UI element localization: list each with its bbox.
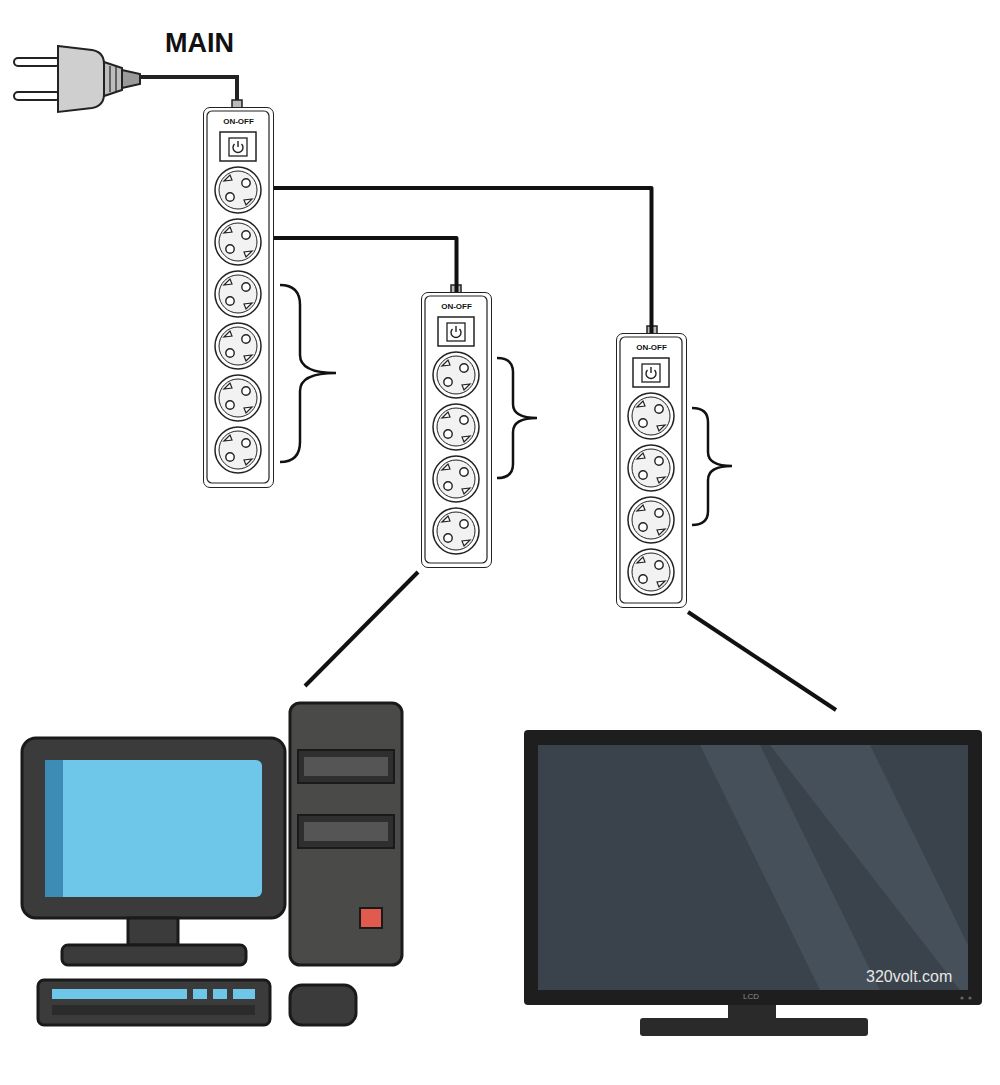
power-strip: ON-OFF xyxy=(421,292,492,568)
brace xyxy=(497,358,537,478)
extension-cable xyxy=(274,238,457,292)
brace xyxy=(280,285,336,462)
lcd-tv xyxy=(524,730,982,1036)
switch-label: ON-OFF xyxy=(204,117,273,126)
device-cable xyxy=(305,572,418,686)
mains-plug xyxy=(14,46,140,112)
strip-body xyxy=(422,293,491,567)
brace xyxy=(692,408,732,525)
brand-mark: LCD xyxy=(743,993,759,1001)
switch-label: ON-OFF xyxy=(617,343,686,352)
switch-label: ON-OFF xyxy=(422,302,491,311)
power-strip: ON-OFF xyxy=(616,333,687,608)
title-label: MAIN xyxy=(165,30,234,57)
watermark: 320volt.com xyxy=(866,969,952,985)
device-cable xyxy=(688,612,836,710)
desktop-computer xyxy=(22,703,402,1025)
power-strip: ON-OFF xyxy=(203,107,274,488)
strip-body xyxy=(204,108,273,487)
strip-body xyxy=(617,334,686,607)
mains-cable xyxy=(140,77,237,101)
